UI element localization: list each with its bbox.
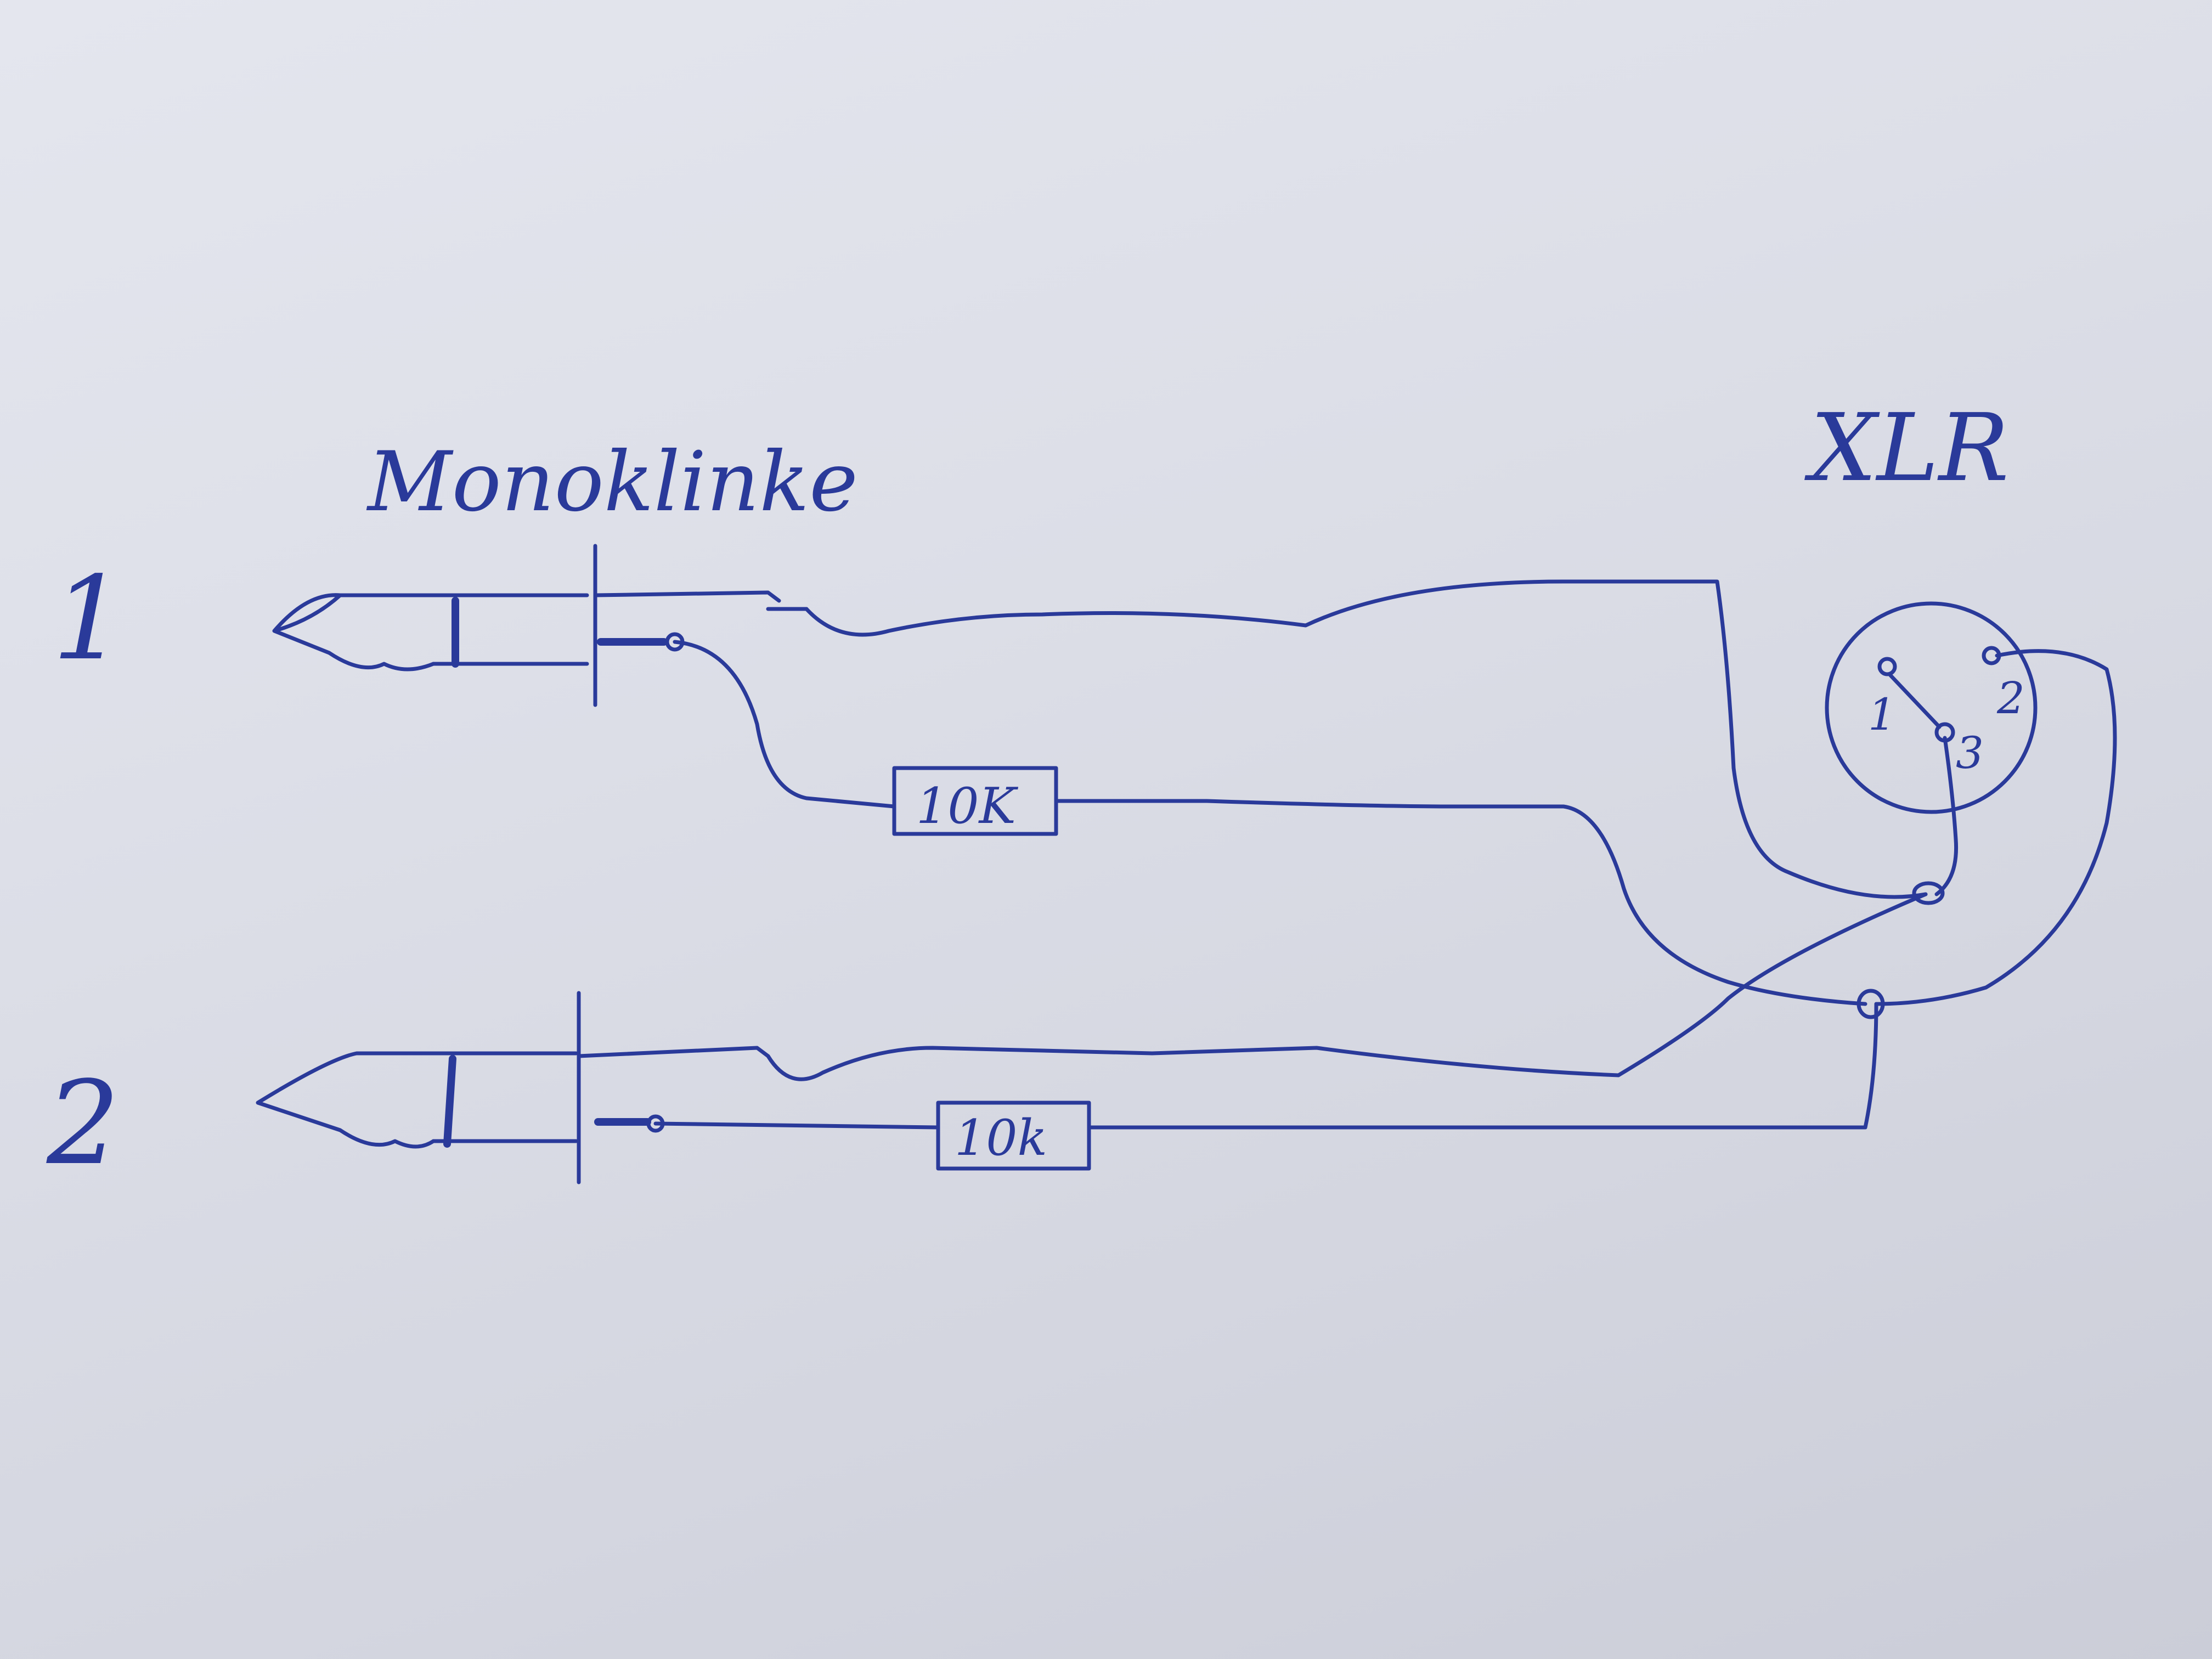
mono-jack-plug-1 <box>272 544 809 707</box>
xlr-connector: 1 2 3 <box>1825 601 2038 814</box>
wire-xlr-pin-2-loop <box>1874 649 2117 1006</box>
junction-dot-hot <box>1857 989 1885 1019</box>
resistor-1-body <box>892 766 1058 836</box>
jack-2-ring-band <box>443 1055 456 1148</box>
resistor-2-body <box>936 1101 1091 1171</box>
jack-1-number: 1 <box>52 551 126 686</box>
resistor-2-value: 10k <box>955 1109 1047 1167</box>
xlr-connector-face <box>1825 601 2038 814</box>
jack-2-number: 2 <box>46 1056 120 1190</box>
xlr-pin-3-label: 3 <box>1956 727 1984 778</box>
xlr-pin-3 <box>1934 722 1955 743</box>
jack-title-label: Monoklinke <box>366 435 858 530</box>
jack-1-tip-outline <box>272 593 436 672</box>
xlr-pin-2 <box>1982 646 2001 665</box>
jack-1-sleeve-wire-stub <box>593 590 809 611</box>
xlr-pin-1-label: 1 <box>1868 689 1896 740</box>
resistor-2: 10k <box>936 1101 1091 1171</box>
wire-jack-2-sleeve <box>766 892 1928 1081</box>
resistor-1: 10K <box>892 766 1058 836</box>
resistor-1-value: 10K <box>916 777 1019 835</box>
jack-2-sleeve-outline <box>426 1051 578 1143</box>
wire-jack-1-sleeve <box>804 579 1928 899</box>
junction-dot-ground <box>1912 881 1945 905</box>
xlr-title-label: XLR <box>1804 394 2009 503</box>
xlr-pin-2-label: 2 <box>1996 673 2025 724</box>
mono-jack-plug-2 <box>256 991 770 1184</box>
wire-jack-1-tip <box>673 640 896 809</box>
wire-resistor-1-out <box>1054 799 1867 1006</box>
wire-xlr-pin-3-to-junction <box>1934 736 1959 896</box>
jack-2-tip-outline <box>256 1051 436 1149</box>
jack-2-sleeve-wire-stub <box>577 1046 770 1058</box>
xlr-pin-1 <box>1877 657 1897 676</box>
wire-resistor-2-out <box>1087 1002 1878 1130</box>
wire-jack-2-tip <box>653 1121 940 1130</box>
xlr-pin-1-to-3-bridge <box>1888 673 1942 729</box>
